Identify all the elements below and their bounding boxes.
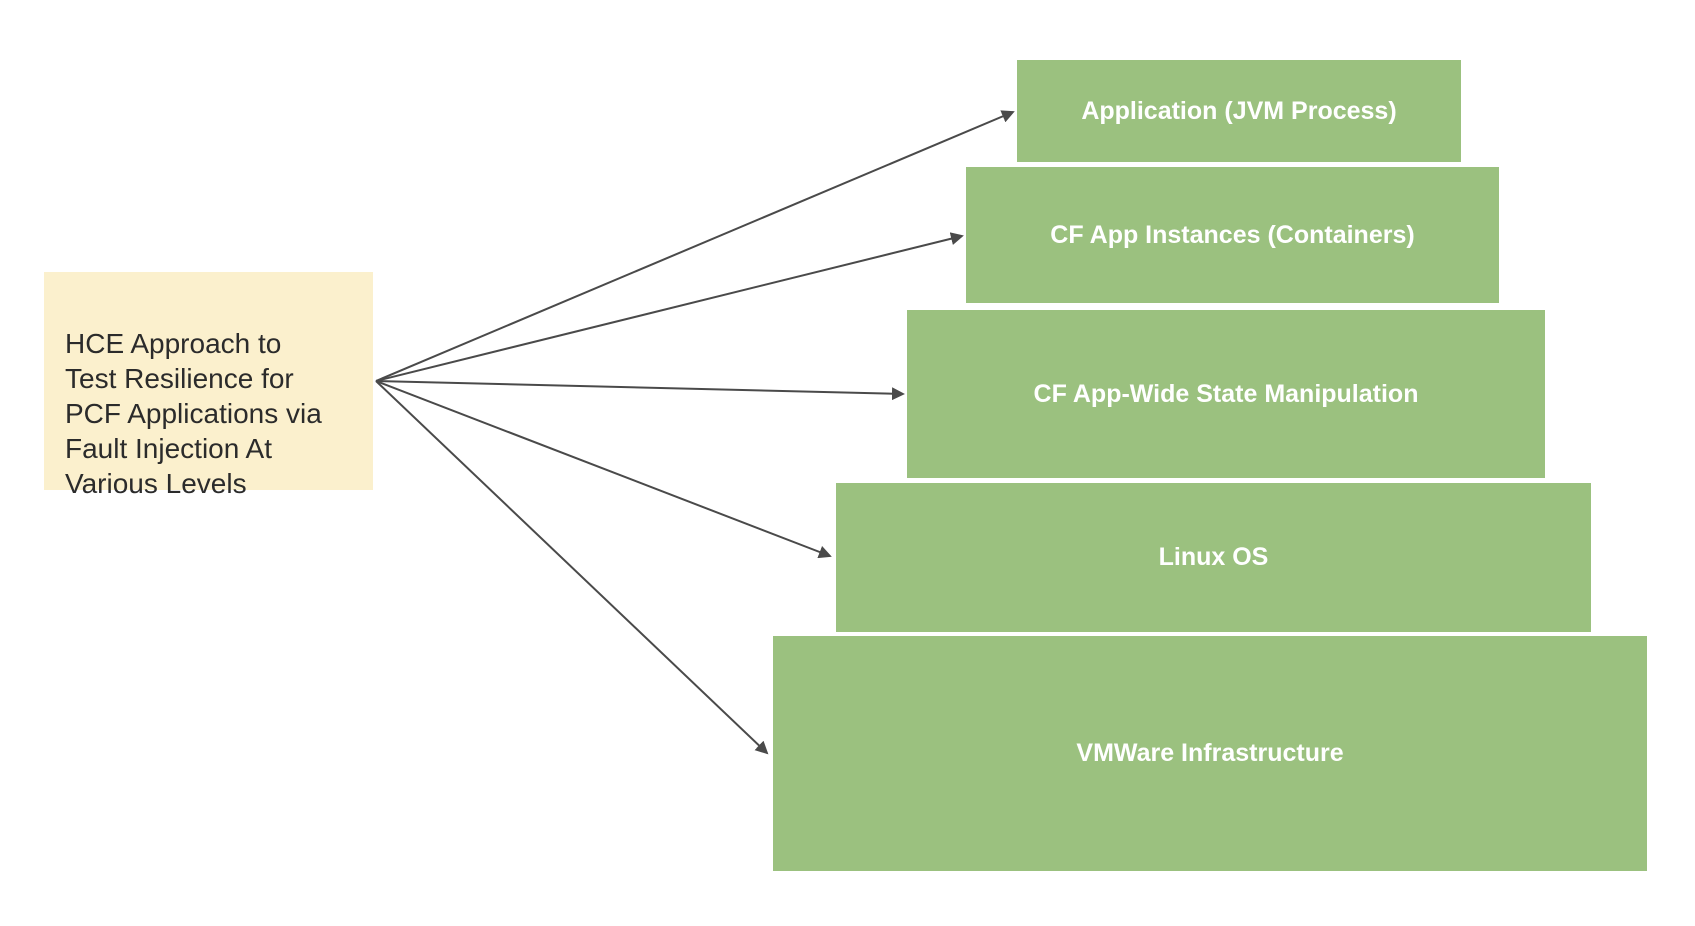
level-label: CF App Instances (Containers) (1050, 220, 1415, 249)
arrow-to-level-cf-app-instances (375, 232, 964, 382)
level-box-application: Application (JVM Process) (1017, 60, 1461, 162)
source-note-text: HCE Approach to Test Resilience for PCF … (65, 328, 322, 499)
level-label: VMWare Infrastructure (1076, 739, 1344, 767)
level-label: Application (JVM Process) (1081, 96, 1397, 125)
arrow-to-level-vmware (375, 380, 769, 755)
arrow-to-level-cf-app-wide-state (375, 380, 905, 401)
level-box-vmware-infrastructure: VMWare Infrastructure (773, 636, 1647, 871)
source-note-box: HCE Approach to Test Resilience for PCF … (44, 272, 373, 499)
arrow-to-level-linux-os (375, 380, 832, 559)
level-box-cf-app-wide-state: CF App-Wide State Manipulation (907, 310, 1545, 478)
level-label: Linux OS (1158, 543, 1269, 571)
level-label: CF App-Wide State Manipulation (1033, 379, 1419, 408)
level-box-linux-os: Linux OS (836, 483, 1591, 632)
level-box-cf-app-instances: CF App Instances (Containers) (966, 167, 1499, 303)
